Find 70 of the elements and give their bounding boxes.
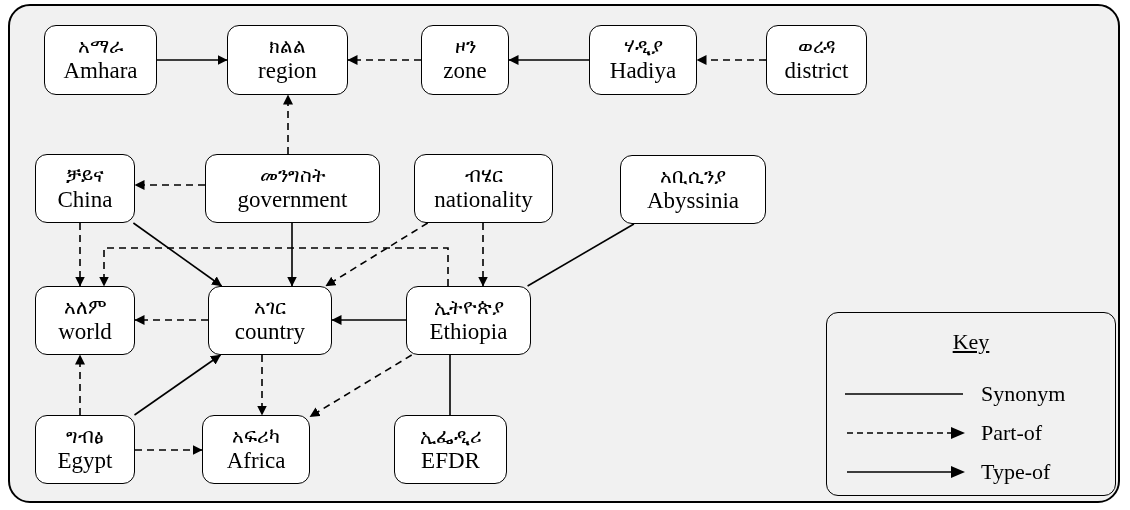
english-term: EFDR	[421, 447, 480, 475]
arrow	[331, 315, 407, 325]
arrow	[134, 445, 203, 455]
amharic-term: አገር	[254, 295, 286, 319]
concept-box	[205, 154, 380, 223]
english-term: Africa	[226, 447, 286, 475]
amharic-term: ሃዲያ	[623, 35, 663, 59]
english-term: nationality	[434, 186, 533, 214]
concept-box	[35, 286, 135, 355]
concept-box	[202, 415, 310, 484]
amharic-term: ግብፅ	[66, 424, 104, 448]
key-heading: Key	[952, 329, 990, 355]
english-term: Egypt	[57, 447, 113, 475]
amharic-term: አለም	[63, 295, 107, 319]
arrow	[75, 354, 85, 416]
concept-box	[227, 25, 348, 95]
amharic-term: መንግስት	[259, 163, 326, 187]
arrow	[287, 222, 297, 287]
concept-box	[35, 415, 135, 484]
amharic-term: ብሄር	[464, 163, 503, 187]
concept-box	[406, 286, 531, 355]
english-term: zone	[443, 58, 487, 85]
arrow	[134, 180, 206, 190]
english-term: government	[237, 186, 348, 214]
arrow	[508, 55, 590, 65]
concept-box	[44, 25, 157, 95]
arrow	[75, 222, 85, 287]
arrow	[99, 247, 449, 287]
concept-box	[766, 25, 867, 95]
arrow	[325, 222, 429, 287]
english-term: Abyssinia	[647, 187, 739, 215]
legend-label: Synonym	[981, 381, 1066, 407]
english-term: Ethiopia	[429, 318, 508, 346]
concept-box	[421, 25, 509, 95]
arrow	[347, 55, 422, 65]
connector-line	[449, 354, 451, 416]
english-term: region	[258, 58, 317, 85]
arrow	[132, 222, 223, 287]
english-term: Amhara	[63, 58, 138, 85]
english-term: district	[784, 58, 849, 85]
english-term: China	[57, 186, 113, 214]
arrow	[134, 315, 209, 325]
concept-box	[394, 415, 507, 484]
concept-box	[414, 154, 553, 223]
amharic-term: ቻይና	[66, 163, 104, 187]
arrow	[283, 94, 293, 155]
concept-box	[208, 286, 332, 355]
amharic-term: ኢፌዲሪ	[419, 424, 482, 448]
amharic-term: አፍሪካ	[232, 424, 280, 448]
connector-line	[526, 223, 635, 287]
amharic-term: አቢሲንያ	[660, 164, 726, 188]
arrow	[696, 55, 767, 65]
english-term: country	[234, 318, 306, 346]
amharic-term: አማራ	[78, 35, 123, 59]
amharic-term: ወረዳ	[797, 35, 836, 59]
arrow	[257, 354, 267, 416]
english-term: Hadiya	[609, 58, 677, 85]
arrow	[478, 222, 488, 287]
concept-box	[589, 25, 697, 95]
legend-label: Type-of	[981, 459, 1051, 485]
arrow	[309, 354, 413, 418]
concept-box	[620, 155, 766, 224]
arrow	[156, 55, 228, 65]
arrow	[133, 354, 222, 416]
amharic-term: ኢትዮጵያ	[433, 295, 504, 319]
amharic-term: ዞን	[454, 35, 476, 59]
english-term: world	[58, 318, 112, 346]
legend-label: Part-of	[981, 420, 1043, 446]
amharic-term: ክልል	[269, 35, 306, 59]
concept-box	[35, 154, 135, 223]
